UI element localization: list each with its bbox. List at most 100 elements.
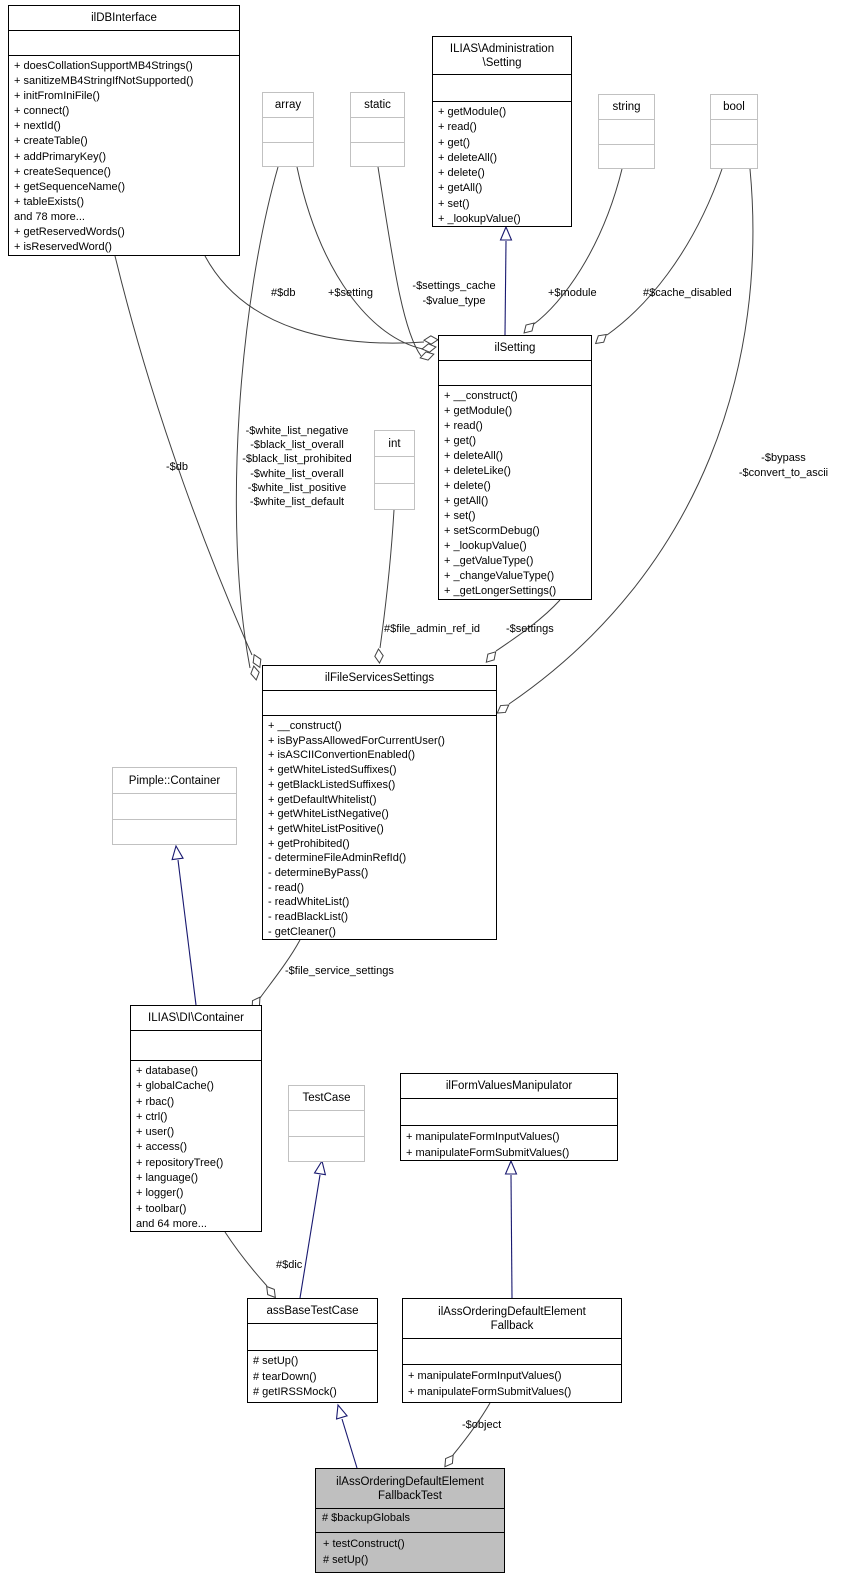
class-attributes <box>289 1111 364 1137</box>
edge-bool-to-filesettings <box>508 168 754 705</box>
edge-label-bypass: -$bypass-$convert_to_ascii <box>738 452 829 479</box>
class-methods <box>289 1137 364 1162</box>
class-ilfileservicessettings[interactable]: ilFileServicesSettings + __construct()+ … <box>262 665 497 940</box>
class-static: static <box>350 92 405 167</box>
class-methods <box>375 484 414 510</box>
class-methods <box>711 145 757 169</box>
edge-test-inherits-assbasetestcase <box>341 1418 358 1469</box>
diamond-settings-private <box>485 651 497 663</box>
class-methods: + __construct()+ getModule()+ read()+ ge… <box>444 390 557 597</box>
class-title: array <box>263 93 313 118</box>
diamond-settings-cache <box>419 351 435 361</box>
class-string: string <box>598 94 655 169</box>
diamond-setting <box>421 343 437 353</box>
diamond-bypass <box>496 704 510 714</box>
diamond-db <box>423 335 439 345</box>
edge-fallback-inherits-manipulator <box>510 1174 513 1299</box>
class-methods: + testConstruct()# setUp() <box>323 1538 405 1566</box>
class-title: int <box>375 431 414 457</box>
class-title: static <box>351 93 404 118</box>
class-methods <box>263 143 313 167</box>
class-methods: + getModule()+ read()+ get()+ deleteAll(… <box>438 106 521 226</box>
class-title: ILIAS\DI\Container <box>131 1006 261 1031</box>
arrow-setting <box>499 225 513 241</box>
edge-label-setting: +$setting <box>328 287 373 299</box>
class-title: ilDBInterface <box>9 6 239 31</box>
edge-ilsetting-inherits-setting <box>504 240 507 336</box>
edge-assbasetestcase-inherits-testcase <box>299 1174 321 1299</box>
class-methods: # setUp()# tearDown()# getIRSSMock() <box>253 1355 337 1398</box>
class-title: string <box>599 95 654 120</box>
edge-array-to-ilsetting <box>296 166 424 350</box>
class-attributes <box>351 118 404 143</box>
diamond-object <box>444 1454 454 1468</box>
edge-ilsetting-to-filesettings <box>495 599 561 652</box>
class-attributes <box>248 1324 377 1351</box>
class-attributes <box>433 75 571 102</box>
class-attributes <box>131 1031 261 1061</box>
class-assbasetestcase[interactable]: assBaseTestCase # setUp()# tearDown()# g… <box>247 1298 378 1403</box>
class-bool: bool <box>710 94 758 169</box>
class-attributes <box>439 361 591 386</box>
class-attributes <box>375 457 414 484</box>
class-attributes: # $backupGlobals <box>316 1509 504 1533</box>
class-attributes <box>401 1099 617 1126</box>
edge-container-to-assbasetestcase <box>224 1231 268 1287</box>
edge-bool-to-ilsetting <box>606 168 723 336</box>
edge-filesettings-to-container <box>259 939 301 999</box>
edge-container-inherits-pimple <box>177 859 197 1006</box>
class-title: assBaseTestCase <box>248 1299 377 1324</box>
edge-label-object: -$object <box>462 1419 502 1431</box>
edge-static-to-ilsetting <box>377 166 422 357</box>
edge-label-db-private: -$db <box>166 461 189 473</box>
class-ilformvaluesmanipulator[interactable]: ilFormValuesManipulator + manipulateForm… <box>400 1073 618 1161</box>
diamond-module <box>523 322 535 334</box>
edge-label-module: +$module <box>548 287 597 299</box>
class-methods: + __construct()+ isByPassAllowedForCurre… <box>268 720 445 938</box>
edge-int-to-filesettings <box>379 509 395 649</box>
edge-db-to-ilsetting <box>204 255 425 344</box>
class-int: int <box>374 430 415 510</box>
diamond-db-private <box>252 653 262 669</box>
diamond-dic <box>266 1285 276 1299</box>
edge-label-settings-cache: -$settings_cache-$value_type <box>412 280 496 307</box>
class-ildbinterface[interactable]: ilDBInterface + doesCollationSupportMB4S… <box>8 5 240 256</box>
class-title: bool <box>711 95 757 120</box>
class-title: Pimple::Container <box>113 768 236 794</box>
arrow-manipulator <box>504 1159 518 1175</box>
class-methods: + manipulateFormInputValues()+ manipulat… <box>408 1370 572 1398</box>
arrow-pimple <box>171 844 184 861</box>
class-methods <box>351 143 404 167</box>
class-attributes <box>599 120 654 145</box>
class-methods <box>599 145 654 169</box>
class-array: array <box>262 92 314 167</box>
class-attributes <box>403 1339 621 1365</box>
class-attributes <box>263 691 496 716</box>
arrow-assbasetestcase <box>335 1403 349 1420</box>
class-testcase: TestCase <box>288 1085 365 1162</box>
diamond-white-lists <box>250 665 260 681</box>
class-title: ILIAS\Administration\Setting <box>433 37 571 75</box>
class-ilias-administration-setting[interactable]: ILIAS\Administration\Setting + getModule… <box>432 36 572 227</box>
edge-label-dic: #$dic <box>276 1259 303 1271</box>
class-methods: + doesCollationSupportMB4Strings()+ sani… <box>14 60 194 254</box>
arrow-testcase <box>313 1159 327 1176</box>
class-title: TestCase <box>289 1086 364 1111</box>
class-ilias-di-container[interactable]: ILIAS\DI\Container + database()+ globalC… <box>130 1005 262 1232</box>
class-title: ilFileServicesSettings <box>263 666 496 691</box>
diamond-file-admin-ref-id <box>374 648 384 664</box>
class-attributes <box>113 794 236 820</box>
diamond-cache-disabled <box>594 333 608 345</box>
class-methods: + database()+ globalCache()+ rbac()+ ctr… <box>136 1065 224 1230</box>
edge-label-white-lists: -$white_list_negative-$black_list_overal… <box>242 425 352 509</box>
class-ilsetting[interactable]: ilSetting + __construct()+ getModule()+ … <box>438 335 592 600</box>
class-attributes <box>263 118 313 143</box>
edge-string-to-ilsetting <box>533 168 623 325</box>
class-methods <box>113 820 236 845</box>
